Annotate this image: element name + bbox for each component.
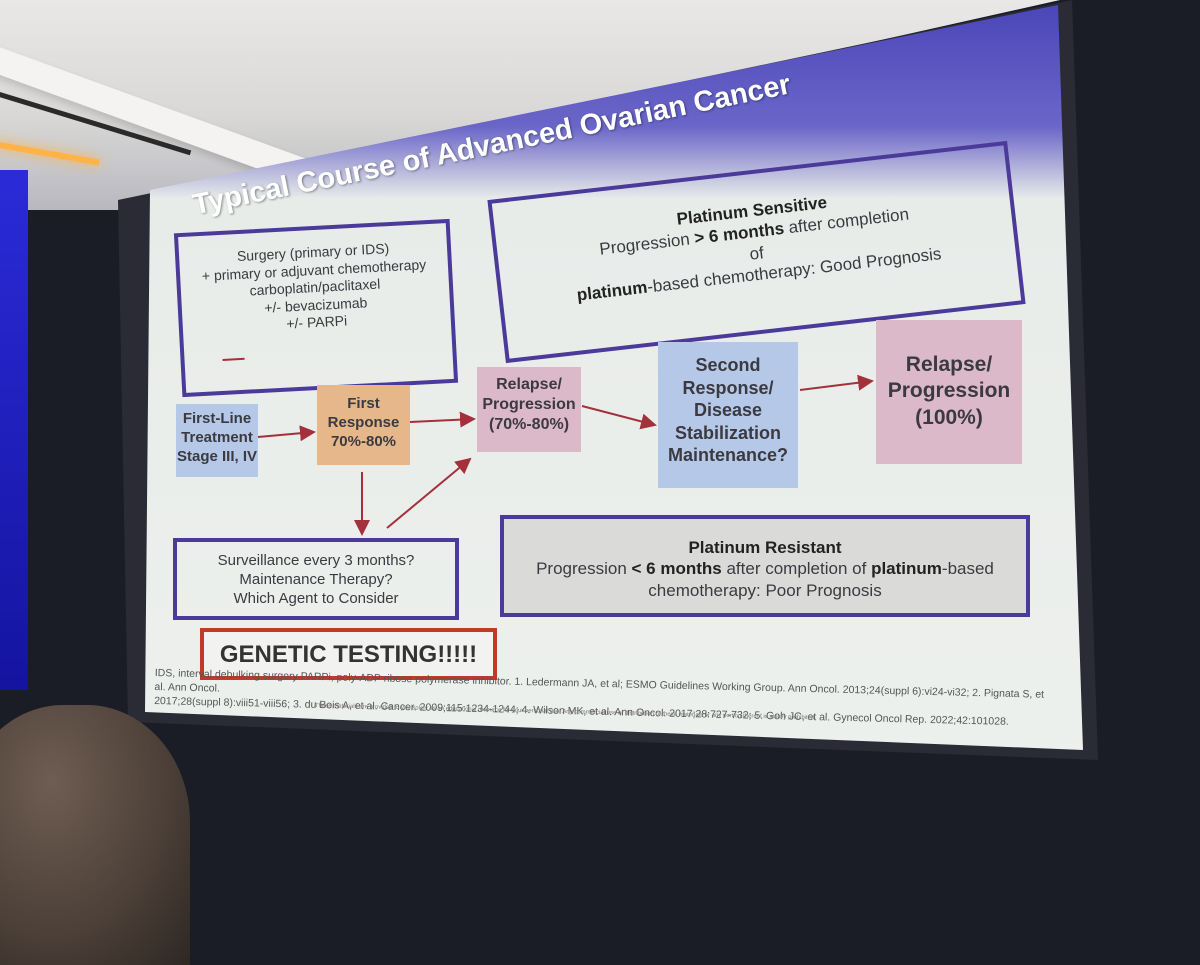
second-l2: Response/ [682,377,774,398]
second-l4: Stabilization [674,422,781,443]
genetic-testing-box: GENETIC TESTING!!!!! [200,628,497,680]
projection-screen: Typical Course of Advanced Ovarian Cance… [118,0,1098,760]
relapse2-l1: Relapse/ [905,353,993,376]
second-l3: Disease [693,400,763,420]
surv-l1: Surveillance every 3 months? [217,552,415,569]
relapse2-l2: Progression [887,379,1011,403]
pr-text-1: Progression [536,559,632,579]
surv-l2: Maintenance Therapy? [239,570,393,588]
arrow-relapse-to-second [581,405,657,430]
first-resp-l1: First [347,395,380,412]
audience-head [0,705,190,965]
arrow-surveillance-to-relapse [386,457,472,529]
arrow-second-to-relapse2 [799,374,874,391]
relapse1-l2: Progression [482,396,576,413]
platinum-resistant-heading: Platinum Resistant [688,538,842,557]
relapse1-l1: Relapse/ [496,376,562,393]
surv-l3: Which Agent to Consider [233,589,399,607]
arrow-firstline-to-response [257,425,316,442]
first-line-treatment-box: First-Line Treatment Stage III, IV [176,404,258,477]
first-response-box: First Response 70%-80% [317,385,410,465]
second-response-box: Second Response/ Disease Stabilization M… [658,342,798,488]
first-line-l1: First-Line [182,410,252,427]
second-l5: Maintenance? [667,445,789,465]
pr-text-4: chemotherapy: Poor Prognosis [648,580,882,600]
first-resp-l2: Response [327,413,400,431]
pr-bold-2: platinum [871,559,942,579]
platinum-resistant-box: Platinum Resistant Progression < 6 month… [500,515,1030,617]
stage-light [0,170,28,690]
first-line-l2: Treatment [181,428,253,446]
relapse-box-2: Relapse/ Progression (100%) [876,320,1022,464]
arrow-response-to-relapse [409,411,476,428]
relapse-box-1: Relapse/ Progression (70%-80%) [477,367,581,452]
relapse1-l3: (70%-80%) [488,416,570,433]
flow-arrows [257,374,874,536]
first-line-l3: Stage III, IV [176,447,258,465]
pr-text-3: -based [941,559,994,579]
pr-bold-1: < 6 months [631,559,722,579]
second-l1: Second [695,355,761,375]
first-resp-l3: 70%-80% [330,432,397,450]
relapse2-l3: (100%) [915,405,983,429]
pr-text-2: after completion of [721,559,872,579]
surveillance-box: Surveillance every 3 months? Maintenance… [173,538,459,620]
